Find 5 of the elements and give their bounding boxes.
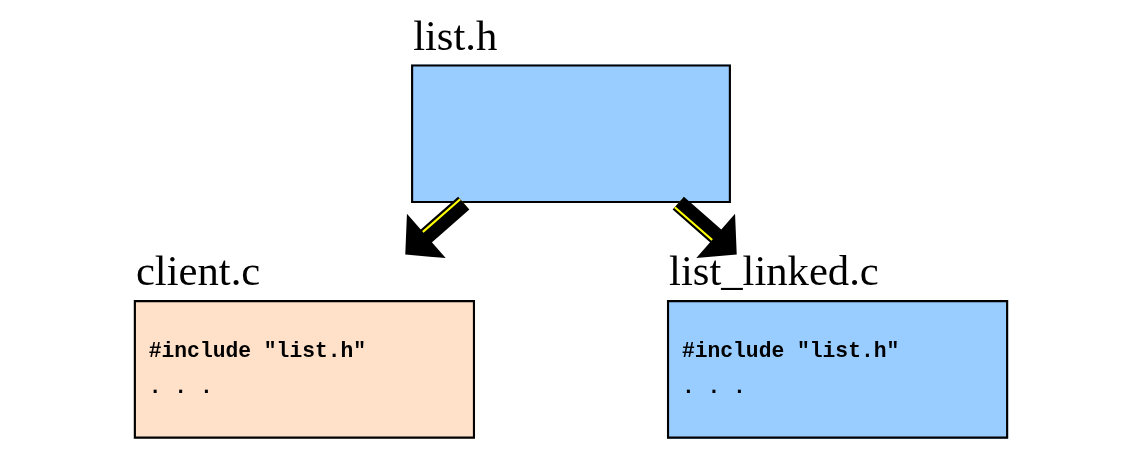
arrow bbox=[404, 196, 469, 258]
node-label: list.h bbox=[412, 11, 497, 59]
node-label: client.c bbox=[135, 246, 260, 294]
node-label: list_linked.c bbox=[668, 246, 879, 294]
arrow bbox=[672, 196, 737, 258]
